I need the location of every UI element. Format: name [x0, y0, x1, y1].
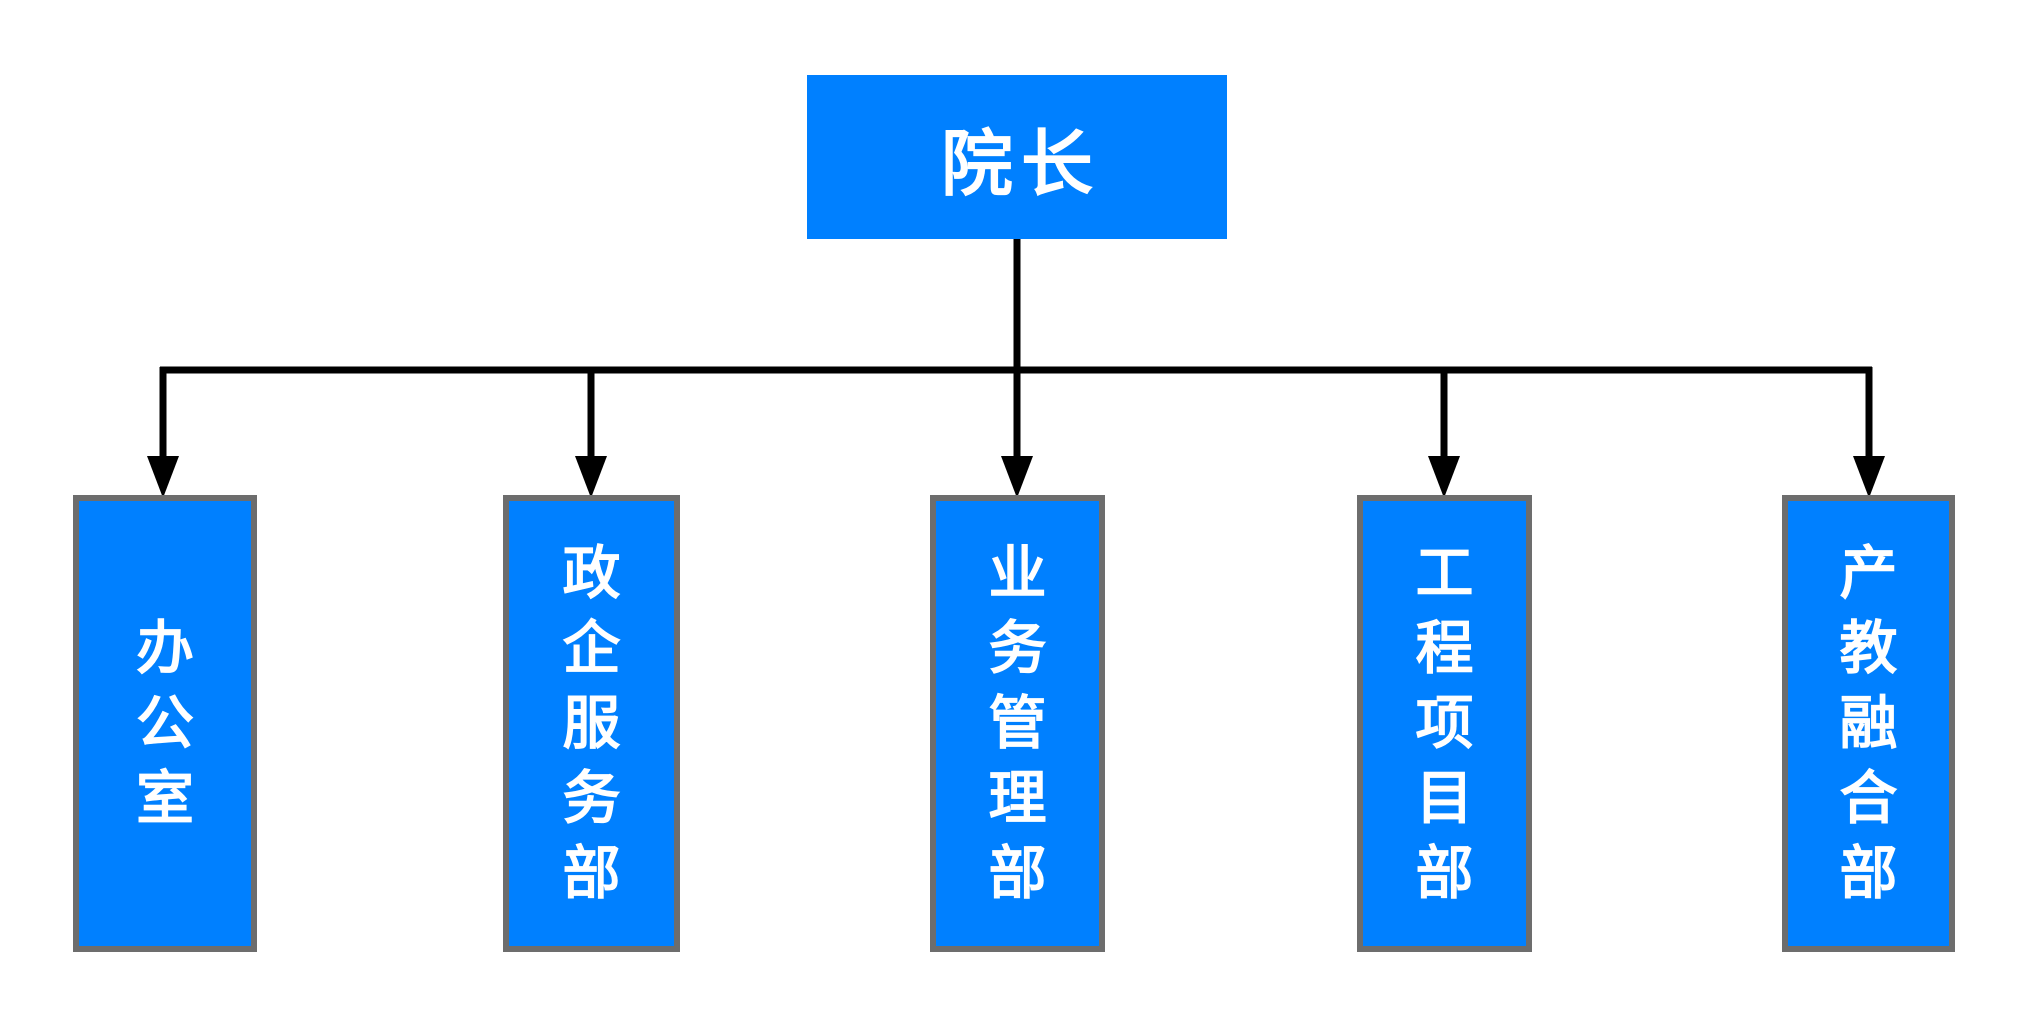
org-node-dept-label: 政企服务部 — [562, 541, 621, 906]
org-node-dept-engineering-project: 工程项目部 — [1357, 495, 1532, 952]
arrowhead-down-icon — [575, 456, 607, 498]
arrowhead-down-icon — [147, 456, 179, 498]
org-node-root: 院长 — [807, 75, 1227, 239]
org-node-dept-label: 办公室 — [135, 616, 194, 831]
org-node-dept-office: 办公室 — [73, 495, 257, 952]
arrowhead-down-icon — [1853, 456, 1885, 498]
org-node-dept-label: 产教融合部 — [1839, 541, 1898, 906]
arrowhead-down-icon — [1428, 456, 1460, 498]
org-node-dept-industry-education-integration: 产教融合部 — [1782, 495, 1955, 952]
arrowhead-down-icon — [1001, 456, 1033, 498]
org-node-dept-gov-enterprise-service: 政企服务部 — [503, 495, 680, 952]
org-node-dept-label: 工程项目部 — [1415, 541, 1474, 906]
org-node-root-label: 院长 — [940, 124, 1101, 205]
org-node-dept-label: 业务管理部 — [988, 541, 1047, 906]
org-node-dept-business-management: 业务管理部 — [930, 495, 1105, 952]
